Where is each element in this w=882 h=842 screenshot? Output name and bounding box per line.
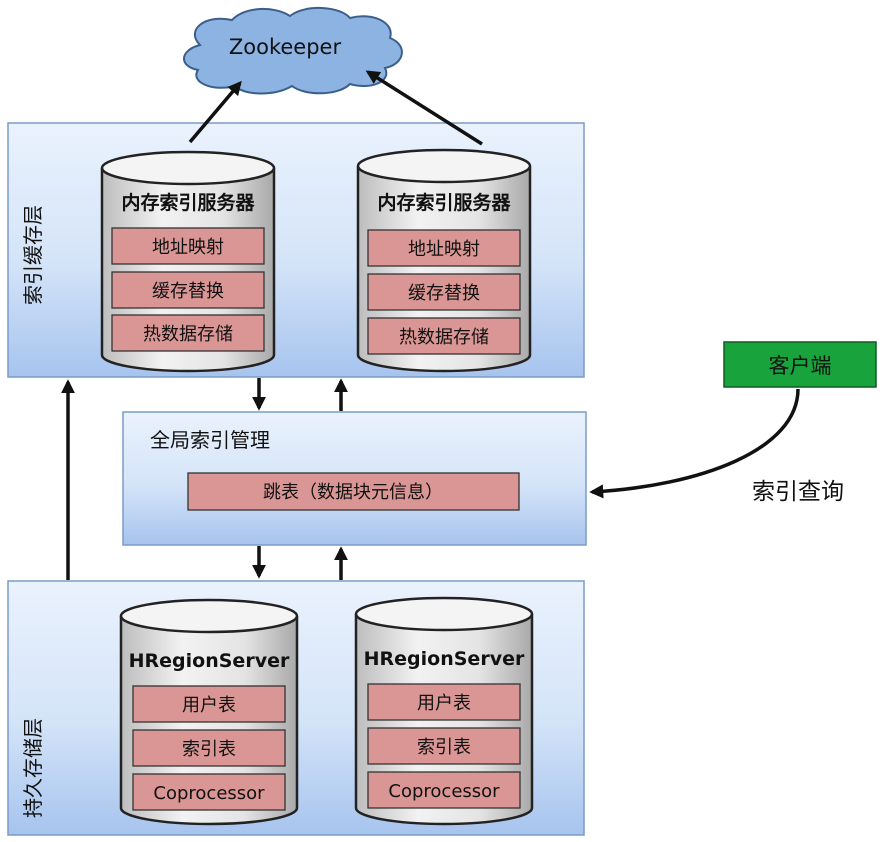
storage-server-1-title: HRegionServer xyxy=(129,650,290,672)
storage-server-2-item-1: 用户表 xyxy=(417,693,471,714)
query-label: 索引查询 xyxy=(752,479,844,505)
zookeeper-cloud: Zookeeper xyxy=(183,6,403,95)
cache-server-2-item-3: 热数据存储 xyxy=(399,327,489,348)
cache-server-2-title: 内存索引服务器 xyxy=(377,191,511,214)
cache-server-1-item-2: 缓存替换 xyxy=(152,281,224,302)
cache-server-2-item-2: 缓存替换 xyxy=(408,283,480,304)
storage-layer-label: 持久存储层 xyxy=(21,718,45,818)
cache-server-1-cell xyxy=(111,271,265,309)
zookeeper-label: Zookeeper xyxy=(229,35,342,59)
cache-server-2-item-1: 地址映射 xyxy=(408,239,480,260)
storage-server-1-item-3: Coprocessor xyxy=(153,783,265,804)
storage-server-1-cell xyxy=(132,773,286,811)
cache-server-2-cell xyxy=(367,317,521,355)
storage-server-2: HRegionServer 用户表 索引表 Coprocessor xyxy=(354,596,534,826)
cache-server-1-item-1: 地址映射 xyxy=(152,237,224,258)
client-label: 客户端 xyxy=(769,354,832,378)
global-index-title: 全局索引管理 xyxy=(150,428,270,452)
storage-server-2-item-2: 索引表 xyxy=(417,737,471,758)
cache-server-1-item-3: 热数据存储 xyxy=(143,324,233,345)
skiplist-box xyxy=(187,472,520,511)
storage-server-1-cell xyxy=(132,729,286,767)
cache-server-1-cell xyxy=(111,227,265,265)
cache-server-2: 内存索引服务器 地址映射 缓存替换 热数据存储 xyxy=(356,148,532,373)
storage-server-1-item-1: 用户表 xyxy=(182,695,236,716)
cache-server-1-title: 内存索引服务器 xyxy=(121,191,255,214)
client-box xyxy=(723,341,877,388)
storage-server-2-cell xyxy=(367,683,521,721)
storage-server-2-item-3: Coprocessor xyxy=(388,781,500,802)
cache-server-2-cell xyxy=(367,229,521,267)
storage-server-2-title: HRegionServer xyxy=(364,648,525,670)
skiplist-label: 跳表（数据块元信息） xyxy=(263,482,443,503)
arrow-client-query xyxy=(589,388,800,499)
storage-server-2-cell xyxy=(367,771,521,809)
storage-server-1-item-2: 索引表 xyxy=(182,739,236,760)
storage-server-1-cell xyxy=(132,685,286,723)
storage-server-1: HRegionServer 用户表 索引表 Coprocessor xyxy=(119,598,299,826)
storage-server-2-cell xyxy=(367,727,521,765)
arrow-server2-to-zookeeper xyxy=(365,70,483,146)
cache-layer-label: 索引缓存层 xyxy=(21,205,45,305)
arrow-server1-to-zookeeper xyxy=(188,80,242,144)
cache-server-1: 内存索引服务器 地址映射 缓存替换 热数据存储 xyxy=(100,150,276,373)
cache-server-2-cell xyxy=(367,273,521,311)
cache-server-1-cell xyxy=(111,314,265,352)
